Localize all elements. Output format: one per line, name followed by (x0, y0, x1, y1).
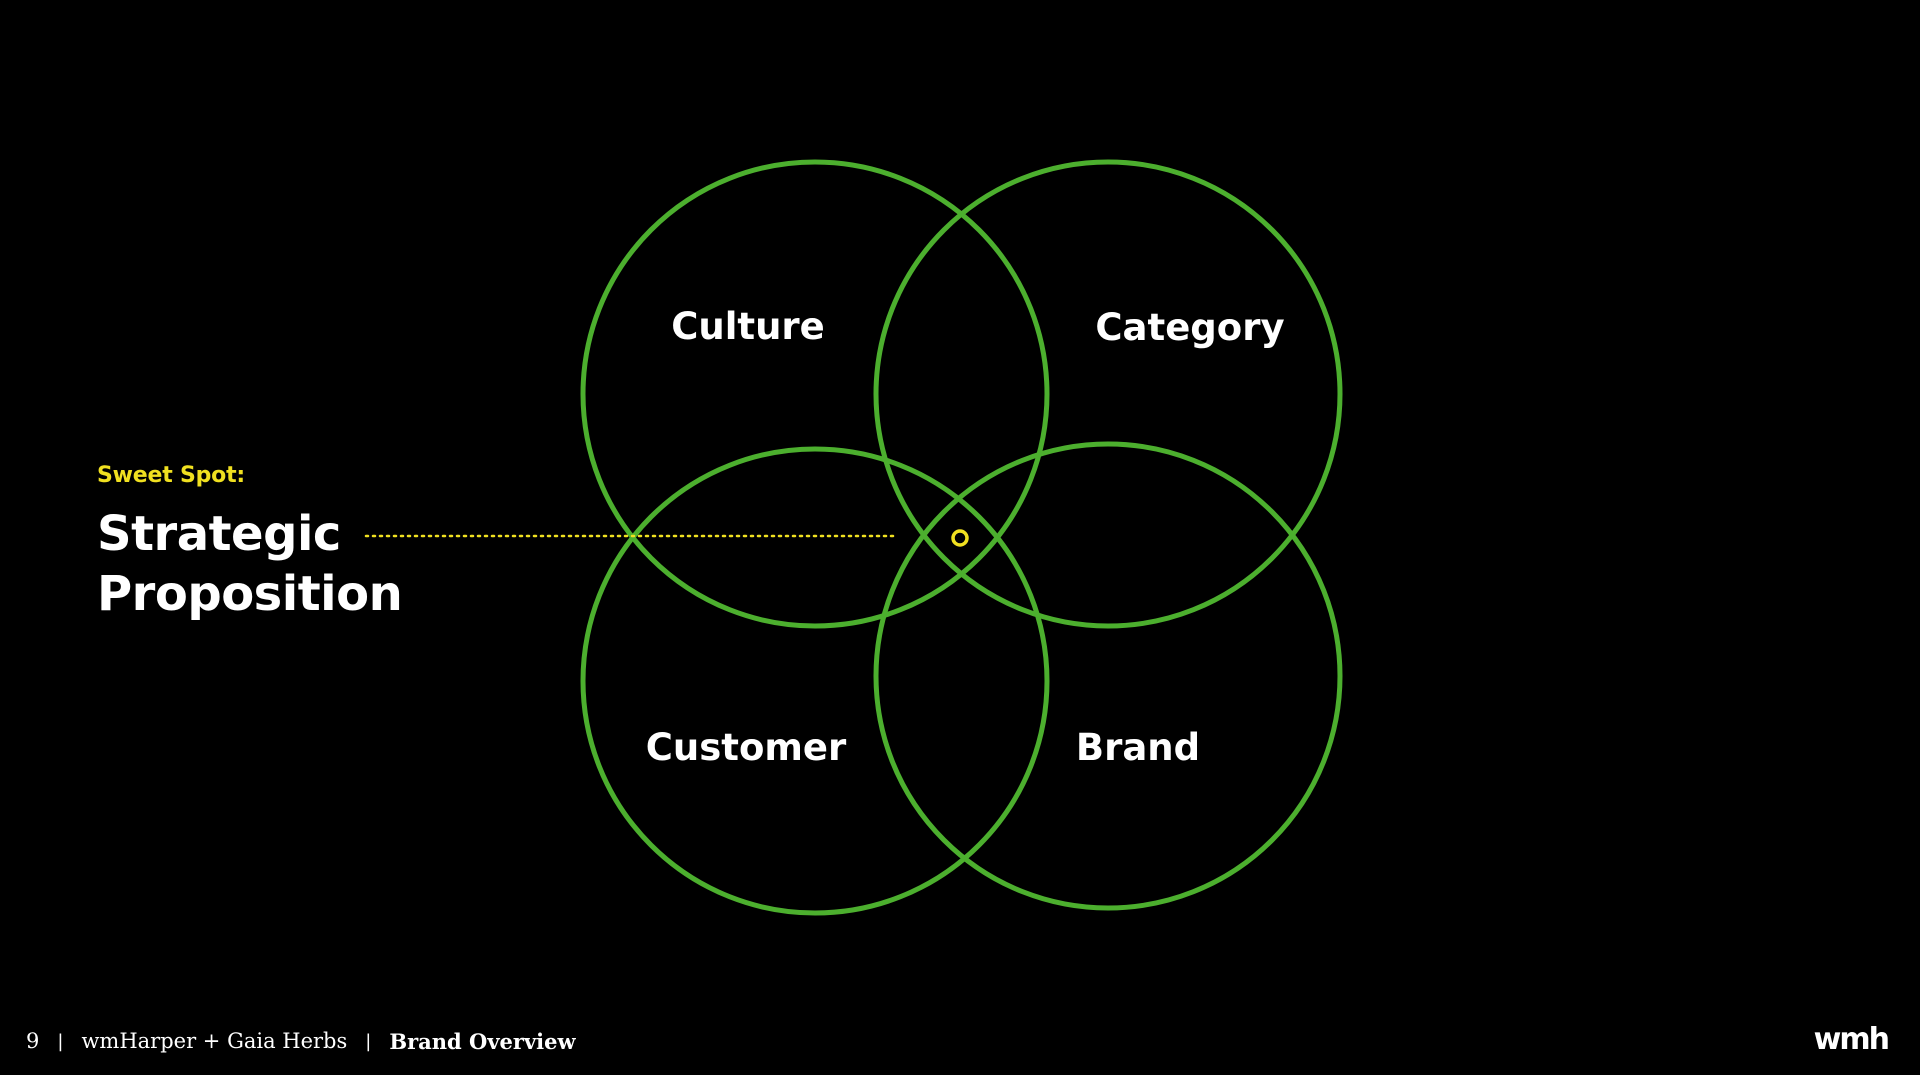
customer-circle (580, 446, 1050, 916)
callout-title: Strategic Proposition (97, 504, 403, 624)
culture-circle (580, 159, 1050, 629)
slide-footer: 9 | wmHarper + Gaia Herbs | Brand Overvi… (26, 1026, 576, 1056)
footer-separator: | (365, 1030, 372, 1052)
category-circle (873, 159, 1343, 629)
footer-separator: | (57, 1030, 64, 1052)
document-title: Brand Overview (389, 1028, 576, 1054)
wmh-logo: wmh (1813, 1022, 1890, 1057)
callout-title-line-1: Strategic (97, 506, 341, 562)
brand-label: Brand (1076, 726, 1200, 769)
culture-label: Culture (671, 305, 825, 348)
brand-circle (873, 441, 1343, 911)
sweet-spot-marker (951, 529, 969, 547)
category-label: Category (1095, 306, 1284, 349)
sweet-spot-kicker: Sweet Spot: (97, 463, 246, 488)
customer-label: Customer (646, 726, 847, 769)
page-number: 9 (26, 1029, 40, 1053)
sweet-spot-callout: Sweet Spot: Strategic Proposition (97, 462, 403, 624)
client-name: wmHarper + Gaia Herbs (81, 1029, 348, 1053)
callout-title-line-2: Proposition (97, 566, 403, 622)
